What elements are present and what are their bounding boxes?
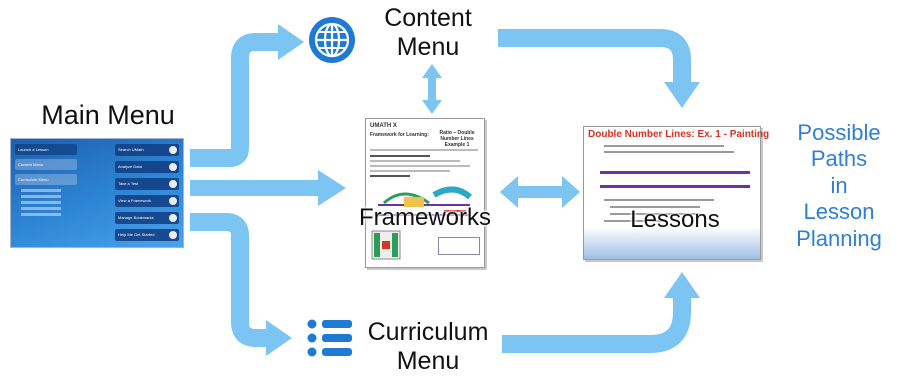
arrowhead-right — [562, 176, 580, 208]
thumb-line — [21, 207, 61, 210]
possible-paths-caption: Possible Paths in Lesson Planning — [775, 120, 903, 252]
lesson-title: Double Number Lines: Ex. 1 - Painting — [588, 129, 770, 140]
arrow-main-to-curriculum — [190, 213, 270, 347]
thumb-line — [21, 195, 61, 198]
doc-line — [370, 160, 460, 162]
arrowhead-curriculum-to-lessons — [664, 272, 700, 298]
thumb-framework-button: View a Framework — [115, 195, 179, 207]
doc-line — [370, 175, 410, 177]
arrow-frameworks-lessons — [516, 186, 566, 198]
arrow-content-to-lessons — [498, 29, 691, 84]
framework-heading: Framework for Learning: — [370, 132, 429, 138]
caption-line: Planning — [796, 225, 882, 251]
globe-icon — [309, 17, 355, 63]
framework-note-box — [438, 237, 480, 255]
doc-line — [370, 170, 450, 172]
framework-diagram-image — [378, 186, 472, 216]
content-menu-label-line2: Menu — [396, 32, 460, 61]
framework-logo: UMATH X — [370, 123, 397, 129]
list-icon — [307, 319, 352, 357]
arrowhead-down — [422, 100, 442, 114]
arrow-curriculum-to-lessons — [502, 296, 691, 353]
lesson-text-line — [610, 206, 700, 208]
caption-line: Paths — [810, 146, 868, 172]
content-menu-label-line1: Content — [384, 4, 472, 32]
lesson-text-line — [604, 151, 734, 153]
lesson-text-line — [604, 199, 714, 201]
thumb-btn-label: View a Framework — [118, 198, 152, 203]
thumb-btn-label: Manage Bookmarks — [118, 215, 154, 220]
arrow-main-to-content — [190, 33, 280, 167]
thumb-line — [21, 213, 61, 216]
help-icon — [169, 231, 177, 239]
thumb-help-button: Help Me Get Started — [115, 229, 179, 241]
arrowhead-up — [422, 64, 442, 78]
content-menu-label: Content Menu — [348, 4, 508, 62]
thumb-analyze-button: Analyze Data — [115, 161, 179, 173]
arrowhead-content-to-lessons — [664, 82, 700, 108]
main-menu-label: Main Menu — [41, 100, 175, 130]
bookmark-icon — [169, 214, 177, 222]
main-menu-right-column: Search UMath Analyze Data Take a Test Vi… — [115, 144, 179, 246]
lesson-footer-wave — [584, 227, 760, 259]
thumb-btn-label: Take a Test — [118, 181, 139, 186]
test-icon — [169, 180, 177, 188]
lessons-label: Lessons — [630, 206, 720, 233]
frameworks-thumbnail: UMATH X Framework for Learning: Ratio – … — [365, 118, 485, 268]
thumb-bookmarks-button: Manage Bookmarks — [115, 212, 179, 224]
thumb-line — [21, 189, 61, 192]
caption-line: in — [830, 172, 848, 198]
thumb-test-button: Take a Test — [115, 178, 179, 190]
arrowhead-main-to-curriculum — [266, 320, 292, 356]
thumb-btn-label: Help Me Get Started — [118, 232, 155, 237]
chart-icon — [169, 163, 177, 171]
framework-subheading: Ratio – Double Number Lines Example 1 — [439, 130, 475, 148]
arrowhead-main-to-frameworks — [318, 170, 346, 206]
thumb-line — [21, 201, 61, 204]
lesson-text-line — [610, 213, 700, 215]
double-number-line-bottom — [600, 185, 750, 188]
framework-grid-image — [371, 230, 401, 260]
search-icon — [169, 146, 177, 154]
frameworks-label: Frameworks — [358, 204, 491, 231]
caption-line: Possible — [797, 120, 881, 145]
curriculum-menu-label-line1: Curriculum — [367, 318, 489, 346]
thumb-launch-lesson: Launch a Lesson — [15, 144, 77, 155]
arrow-main-to-frameworks — [190, 180, 320, 196]
curriculum-menu-label: Curriculum Menu — [348, 318, 508, 376]
main-menu-thumbnail: Launch a Lesson Content Menu Curriculum … — [10, 138, 184, 248]
thumb-btn-label: Analyze Data — [118, 164, 142, 169]
thumb-search-button: Search UMath — [115, 144, 179, 156]
framework-icon — [169, 197, 177, 205]
lesson-text-line — [604, 145, 724, 147]
lesson-text-line — [604, 220, 664, 222]
arrowhead-left — [500, 176, 518, 208]
lesson-thumbnail: Double Number Lines: Ex. 1 - Painting — [583, 126, 769, 260]
thumb-content-menu: Content Menu — [15, 159, 77, 170]
double-number-line-top — [600, 171, 750, 174]
caption-line: Lesson — [803, 199, 875, 225]
doc-rule — [370, 149, 478, 151]
doc-line — [370, 165, 470, 167]
doc-line — [370, 155, 430, 157]
curriculum-menu-label-line2: Menu — [396, 346, 460, 375]
thumb-btn-label: Search UMath — [118, 147, 144, 152]
thumb-curriculum-menu: Curriculum Menu — [15, 174, 77, 185]
main-menu-left-column: Launch a Lesson Content Menu Curriculum … — [15, 144, 77, 219]
arrowhead-main-to-content — [278, 24, 304, 60]
